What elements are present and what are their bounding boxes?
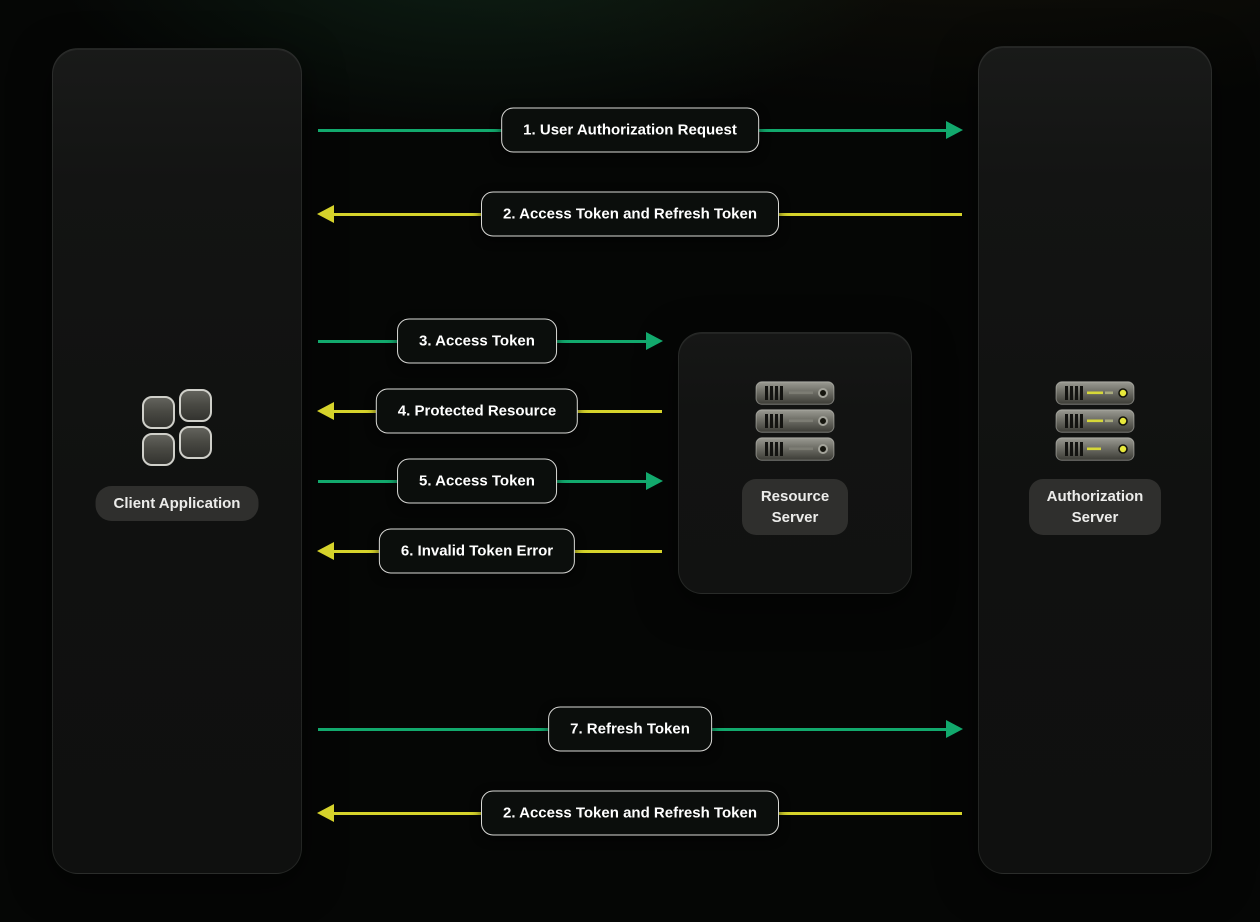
app-grid-square: [142, 433, 175, 466]
arrow-label: 3. Access Token: [419, 332, 535, 350]
resource-server-panel: Resource Server: [678, 332, 912, 594]
arrow-access-and-refresh-token: 2. Access Token and Refresh Token: [317, 790, 962, 836]
arrow-label: 2. Access Token and Refresh Token: [503, 205, 757, 223]
client-application-panel: Client Application: [52, 48, 302, 874]
arrowhead-left-icon: [317, 205, 334, 223]
arrow-refresh-token: 7. Refresh Token: [318, 706, 963, 752]
client-application-label: Client Application: [95, 486, 259, 521]
arrowhead-right-icon: [946, 720, 963, 738]
arrow-protected-resource: 4. Protected Resource: [317, 388, 662, 434]
arrow-label-box: 5. Access Token: [397, 458, 557, 504]
server-stack-icon: [755, 381, 835, 461]
arrow-label-box: 6. Invalid Token Error: [378, 528, 576, 574]
arrow-label-box: 7. Refresh Token: [548, 706, 712, 752]
server-stack-icon: [1055, 381, 1135, 461]
arrow-label: 5. Access Token: [419, 472, 535, 490]
authorization-server-label: Authorization Server: [1029, 479, 1161, 535]
arrow-label: 7. Refresh Token: [570, 720, 690, 738]
arrowhead-right-icon: [646, 332, 663, 350]
arrowhead-left-icon: [317, 804, 334, 822]
arrow-label: 2. Access Token and Refresh Token: [503, 804, 757, 822]
arrow-label-box: 2. Access Token and Refresh Token: [481, 191, 779, 237]
arrow-access-token: 3. Access Token: [318, 318, 663, 364]
arrow-user-authorization-request: 1. User Authorization Request: [318, 107, 963, 153]
arrow-access-and-refresh-token: 2. Access Token and Refresh Token: [317, 191, 962, 237]
arrowhead-left-icon: [317, 542, 334, 560]
app-grid-right-column: [179, 389, 212, 459]
arrow-access-token: 5. Access Token: [318, 458, 663, 504]
app-grid-square: [179, 389, 212, 422]
app-grid-square: [142, 396, 175, 429]
resource-server-label: Resource Server: [742, 479, 848, 535]
arrowhead-right-icon: [946, 121, 963, 139]
app-grid-icon: [142, 389, 212, 466]
app-grid-square: [179, 426, 212, 459]
authorization-server-panel: Authorization Server: [978, 46, 1212, 874]
arrowhead-left-icon: [317, 402, 334, 420]
arrow-label-box: 4. Protected Resource: [375, 388, 579, 434]
arrow-invalid-token-error: 6. Invalid Token Error: [317, 528, 662, 574]
arrow-label-box: 3. Access Token: [397, 318, 557, 364]
arrow-label: 6. Invalid Token Error: [400, 542, 554, 560]
app-grid-left-column: [142, 396, 175, 466]
arrow-label: 4. Protected Resource: [397, 402, 557, 420]
arrowhead-right-icon: [646, 472, 663, 490]
arrow-label: 1. User Authorization Request: [523, 121, 737, 139]
arrow-label-box: 2. Access Token and Refresh Token: [481, 790, 779, 836]
arrow-label-box: 1. User Authorization Request: [501, 107, 759, 153]
